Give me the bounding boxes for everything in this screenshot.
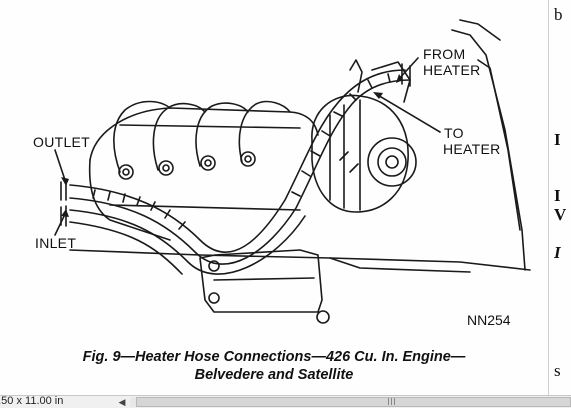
next-page-text-fragment: V: [554, 205, 567, 224]
label-to-heater-line2: HEATER: [443, 141, 501, 157]
next-page-text-fragment: I: [554, 243, 561, 262]
figure-caption-line2: Belvedere and Satellite: [194, 367, 354, 383]
figure-caption-line1: Fig. 9—Heater Hose Connections—426 Cu. I…: [82, 349, 466, 365]
scroll-left-arrow-icon[interactable]: ◀: [118, 397, 126, 407]
document-page: FROM HEATER OUTLET TO HEATER INLET NN254…: [0, 0, 567, 395]
status-bar: 8.50 x 11.00 in ◀: [0, 395, 571, 408]
next-page-text-fragment: I: [554, 130, 561, 149]
page-divider: [548, 0, 549, 395]
label-from-heater-line1: FROM: [423, 46, 466, 62]
page-size-indicator[interactable]: 8.50 x 11.00 in: [0, 395, 64, 407]
scrollbar-thumb[interactable]: [136, 397, 571, 407]
next-page-text-fragment: I: [554, 186, 561, 205]
scrollbar-grip-icon: [388, 398, 396, 405]
next-page-text-fragment: s: [554, 361, 561, 380]
figure-code: NN254: [467, 312, 511, 328]
label-to-heater-line1: TO: [444, 125, 464, 141]
label-outlet: OUTLET: [33, 134, 91, 150]
label-from-heater: FROM HEATER: [423, 46, 481, 78]
figure-caption: Fig. 9—Heater Hose Connections—426 Cu. I…: [0, 348, 548, 384]
label-to-heater: TO HEATER: [443, 125, 501, 157]
engine-heater-hose-illustration: [54, 19, 531, 324]
label-inlet: INLET: [35, 235, 77, 251]
label-from-heater-line2: HEATER: [423, 62, 481, 78]
next-page-text-fragment: b: [554, 5, 563, 24]
